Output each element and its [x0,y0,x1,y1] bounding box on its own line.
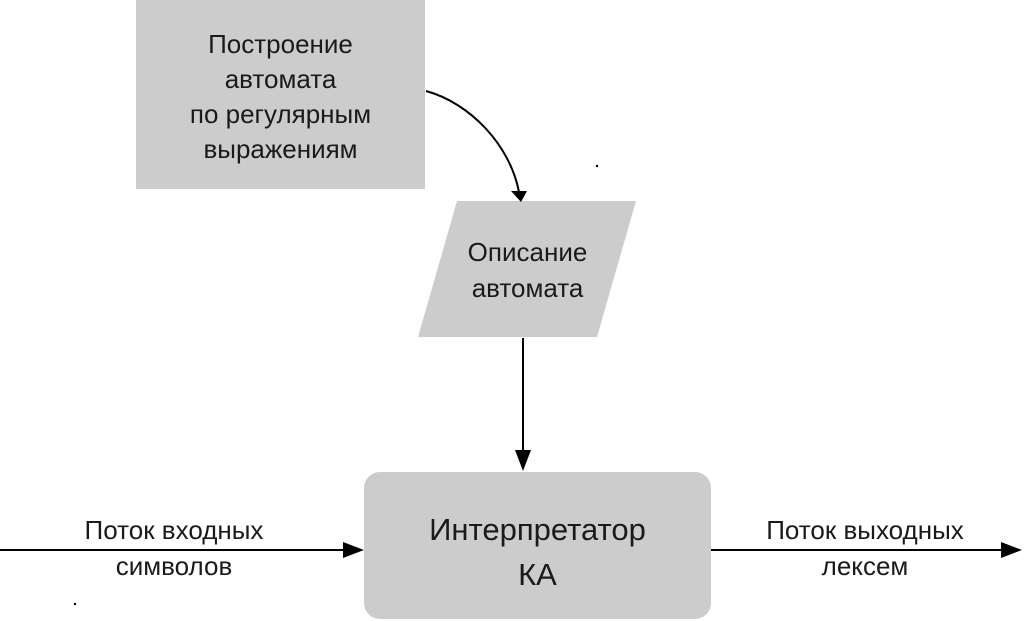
build-automaton-line: по регулярным [189,99,372,129]
input-stream-line: Поток входных [84,515,264,545]
stray-dot [595,164,599,168]
build-automaton-line: выражениям [203,134,358,164]
build-automaton-box [136,0,425,189]
build-to-description-edge [425,90,520,193]
description-to-interpreter-arrowhead [515,450,531,471]
input-stream-label: Поток входных символов [40,512,308,584]
automaton-description-shape [418,201,636,337]
input-stream-arrowhead [343,542,364,558]
automaton-description-line: автомата [471,273,584,303]
interpreter-line: Интерпретатор [429,512,646,547]
input-stream-line: символов [115,551,233,581]
interpreter-line: КА [518,557,557,592]
stray-dot [73,602,77,606]
output-stream-line: лексем [821,551,909,581]
output-stream-label: Поток выходных лексем [730,512,1000,584]
output-stream-line: Поток выходных [766,515,964,545]
build-automaton-label: Построение автомата по регулярным выраже… [136,22,425,172]
interpreter-label: Интерпретатор КА [364,505,711,599]
build-to-description-arrowhead [511,191,527,202]
automaton-description-label: Описание автомата [430,232,625,308]
build-automaton-line: автомата [224,64,337,94]
interpreter-box [364,472,711,619]
build-automaton-line: Построение [208,29,353,59]
output-stream-arrowhead [1001,542,1022,558]
automaton-description-line: Описание [467,237,588,267]
